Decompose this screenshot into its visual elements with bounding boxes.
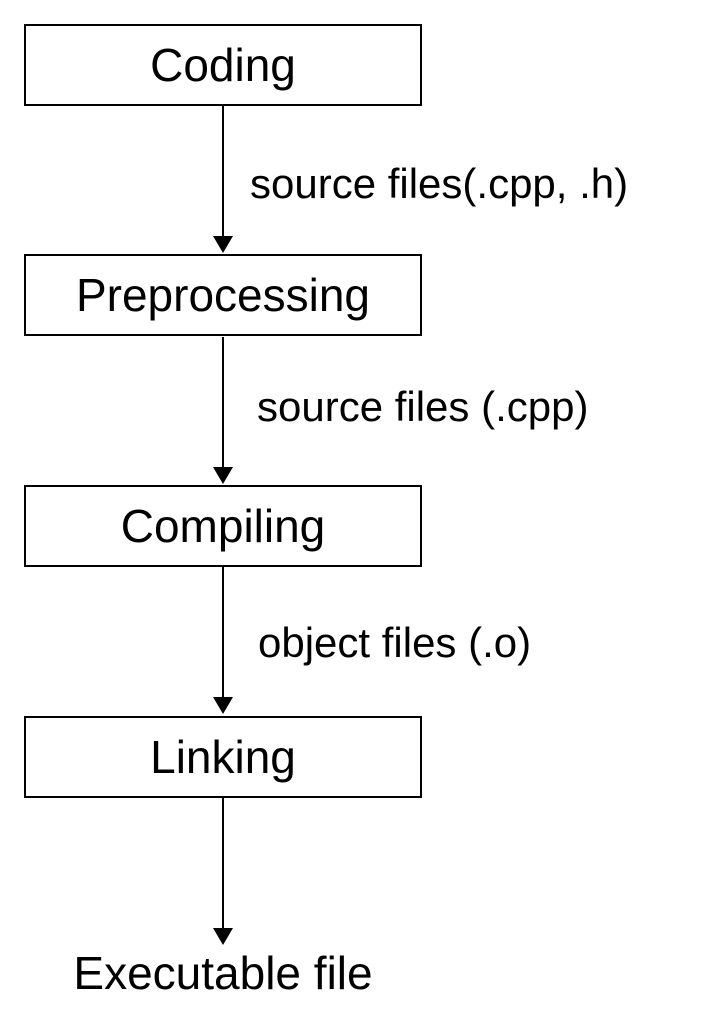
step-coding: Coding (24, 24, 422, 106)
step-linking: Linking (24, 716, 422, 798)
edge-label-source-files-cpp-h: source files(.cpp, .h) (250, 160, 629, 207)
output-executable-file: Executable file (73, 947, 373, 999)
step-preprocessing: Preprocessing (24, 254, 422, 336)
step-compiling-label: Compiling (120, 500, 326, 552)
arrow-coding-to-preprocessing (213, 106, 233, 253)
arrow-compiling-to-linking (213, 567, 233, 714)
step-coding-label: Coding (150, 39, 296, 91)
arrow-preprocessing-to-compiling (213, 337, 233, 484)
arrow-linking-to-executable (213, 798, 233, 945)
step-compiling: Compiling (24, 485, 422, 567)
edge-label-object-files-o: object files (.o) (258, 619, 532, 666)
edge-label-source-files-cpp: source files (.cpp) (257, 383, 589, 430)
step-preprocessing-label: Preprocessing (75, 269, 371, 321)
step-linking-label: Linking (150, 731, 296, 783)
